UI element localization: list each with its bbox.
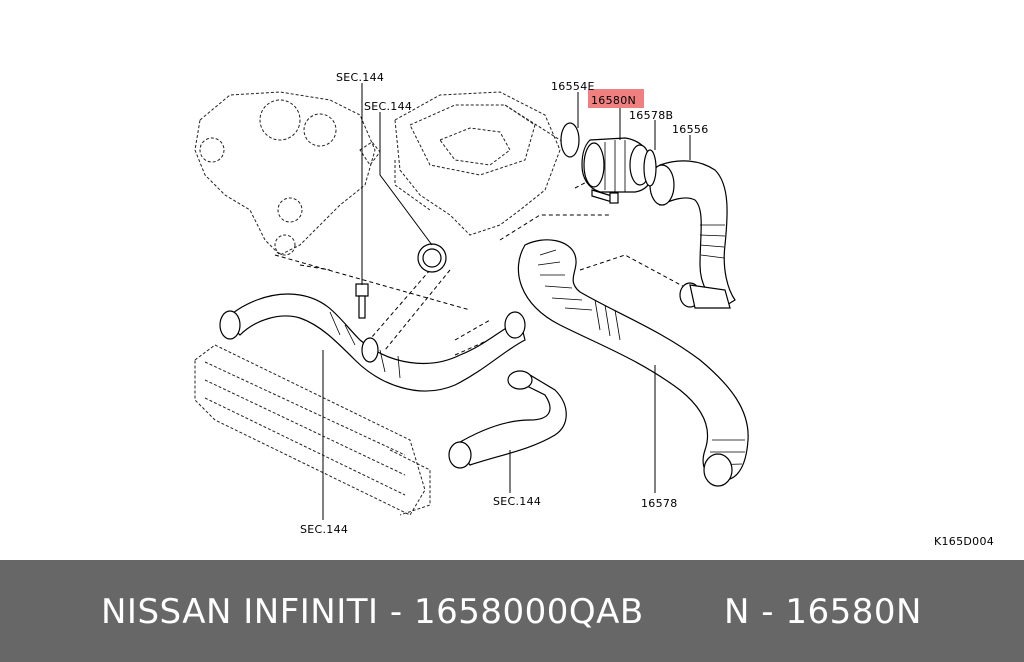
label-16578: 16578 [641, 497, 678, 510]
air-duct-16578 [517, 239, 749, 487]
label-16578b: 16578B [629, 109, 673, 122]
highlight-16580n [588, 89, 644, 108]
lower-intake-hose [448, 370, 567, 469]
label-16554e: 16554E [551, 80, 595, 93]
label-sec144-top-mid: SEC.144 [364, 100, 412, 113]
hose-clamp-ring [417, 243, 447, 273]
brand-part-number: NISSAN INFINITI - 1658000QAB [101, 592, 644, 632]
gasket-16554e [560, 122, 580, 158]
label-16556: 16556 [672, 123, 709, 136]
clamp-16578b [643, 149, 657, 187]
parts-diagram: SEC.144 SEC.144 16554E 16580N 16578B 165… [194, 71, 994, 548]
bolt-part [355, 283, 369, 319]
intercooler-ghost-outline [194, 344, 431, 516]
part-number-banner: NISSAN INFINITI - 1658000QAB N - 16580N [0, 560, 1024, 662]
maf-sensor-16580n [581, 137, 653, 193]
leader-lines [322, 83, 691, 520]
bent-hose-16556 [649, 160, 736, 309]
label-16580n: 16580N [591, 94, 636, 107]
assembly-dashed-lines [274, 169, 691, 356]
diagram-reference: N - 16580N [724, 592, 922, 632]
label-sec144-top-left: SEC.144 [336, 71, 384, 84]
upper-intake-hose [219, 293, 526, 392]
figure-code: K165D004 [934, 535, 994, 548]
screw-part [591, 189, 619, 204]
label-sec144-bottom-right: SEC.144 [493, 495, 541, 508]
label-sec144-bottom-left: SEC.144 [300, 523, 348, 536]
engine-ghost-outline [194, 91, 576, 256]
